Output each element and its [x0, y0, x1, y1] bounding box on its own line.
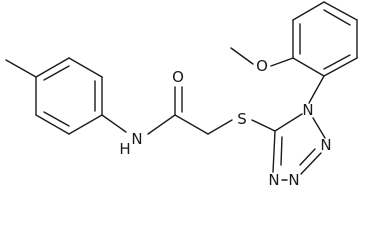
- bond-ring-b6: [323, 57, 358, 77]
- bond-ring-a1: [35, 57, 70, 78]
- bond-ring-b4: [323, 1, 358, 21]
- bond-ch2-to-s: [207, 119, 233, 135]
- amide-linker: [101, 86, 276, 135]
- bond-ring-a4: [68, 114, 103, 135]
- bond-n2-n3-double: [299, 148, 316, 166]
- structure-canvas: O O N H S N N N N: [5, 1, 358, 189]
- bond-n4-c5: [272, 130, 276, 173]
- atom-label-o-carbonyl: O: [172, 68, 184, 86]
- bond-ring-to-o: [270, 57, 294, 67]
- atom-label-n-amide: N: [131, 130, 142, 148]
- bond-ring-b1: [292, 57, 325, 77]
- bond-n-to-carbonyl: [147, 114, 176, 135]
- bond-ring-a-inner1: [43, 65, 70, 81]
- bond-ring-a2: [68, 57, 103, 78]
- bond-ring-a5: [35, 114, 70, 135]
- p-tolyl-ring: [5, 57, 103, 135]
- atom-label-n2-tetrazole: N: [320, 136, 331, 154]
- bond-ring-b-inner2: [323, 9, 351, 26]
- bond-ring-b3: [292, 1, 325, 21]
- tetrazole-ring: [272, 113, 326, 181]
- bond-n4-c5-double: [280, 136, 283, 166]
- bond-n2-n3: [300, 152, 322, 175]
- methoxyphenyl-ring: [230, 1, 358, 104]
- bond-methyl: [5, 59, 37, 78]
- atom-label-n4-tetrazole: N: [268, 171, 279, 189]
- atom-labels: O O N H S N N N N: [119, 57, 331, 189]
- bond-c5-n1: [274, 113, 303, 132]
- chemical-structure-diagram: O O N H S N N N N: [5, 1, 358, 189]
- atom-label-n1-tetrazole: N: [302, 101, 313, 119]
- atom-label-s: S: [237, 110, 247, 128]
- bond-s-to-c5: [251, 119, 276, 132]
- bond-carbonyl-to-ch2: [174, 114, 209, 135]
- atom-label-n3-tetrazole: N: [288, 171, 299, 189]
- bond-o-to-methyl: [230, 47, 254, 65]
- bond-ring-a-inner3: [43, 111, 70, 127]
- atom-label-o-methoxy: O: [256, 57, 268, 75]
- atom-label-h-amide: H: [119, 140, 130, 158]
- bond-n1-to-ring: [308, 75, 325, 104]
- bond-n1-n2: [312, 117, 326, 139]
- bond-ring-to-n: [101, 114, 127, 133]
- bond-ring-b-inner3: [323, 54, 351, 70]
